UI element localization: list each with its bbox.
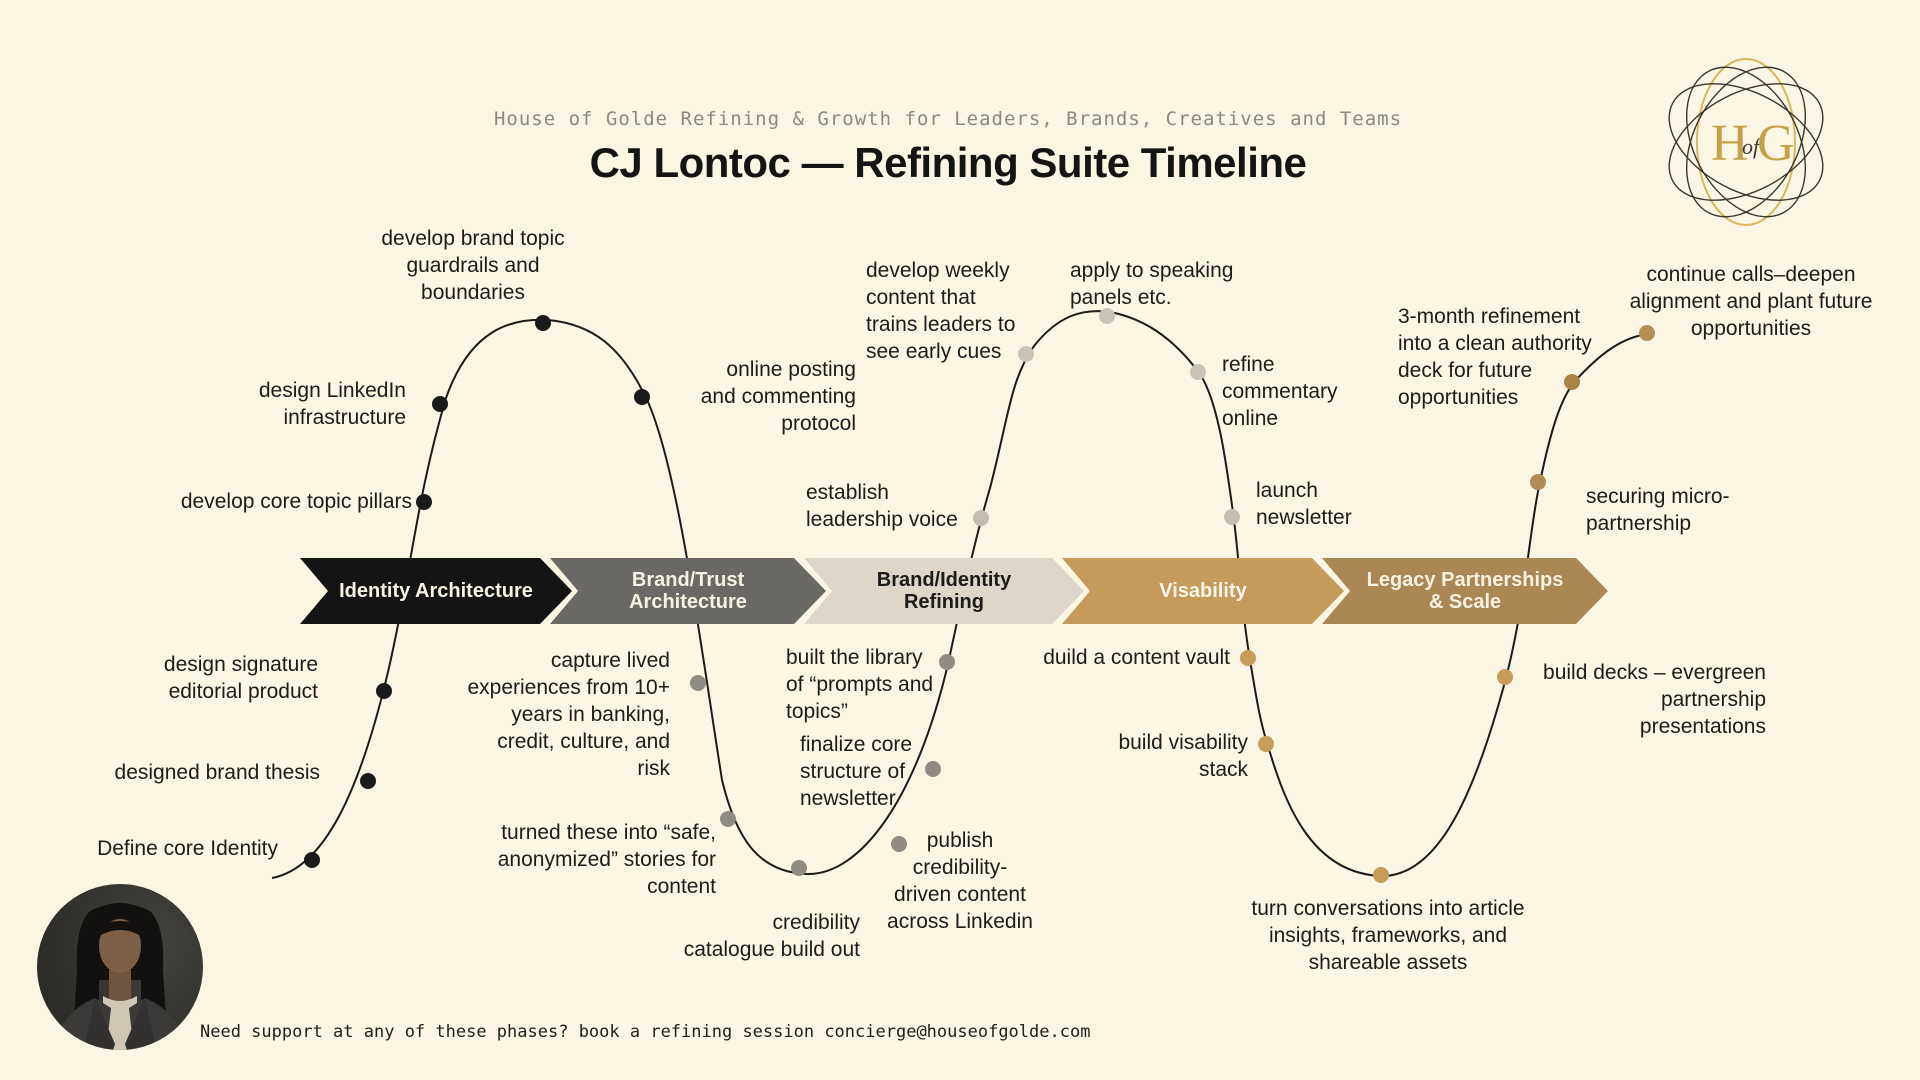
milestone-label-apply-speaking-panels: apply to speaking panels etc.	[1070, 259, 1234, 309]
phase-legacy-partnerships-scale: Legacy Partnerships & Scale	[1322, 558, 1608, 624]
milestone-label-develop-weekly-content: develop weekly content that trains leade…	[866, 259, 1016, 363]
milestone-dot-design-signature-editorial	[376, 683, 392, 699]
milestone-dot-library-prompts-topics	[939, 654, 955, 670]
wave-path	[271, 310, 1651, 879]
milestone-dot-core-topic-pillars	[416, 494, 432, 510]
house-of-golde-logo: H of G	[1653, 52, 1839, 238]
milestone-dot-establish-leadership-voice	[973, 510, 989, 526]
milestone-label-anonymized-stories: turned these into “safe, anonymized” sto…	[497, 821, 716, 898]
phase-brand-identity-refining: Brand/Identity Refining	[804, 558, 1084, 624]
milestone-dot-securing-micro-partnership	[1530, 474, 1546, 490]
milestone-dot-brand-topic-guardrails	[535, 315, 551, 331]
milestone-dot-publish-credibility-content	[891, 836, 907, 852]
milestone-label-brand-topic-guardrails: develop brand topic guardrails and bound…	[381, 227, 565, 304]
milestone-label-design-signature-editorial: design signature editorial product	[163, 653, 318, 703]
phase-label: Brand/Trust Architecture	[629, 568, 747, 613]
phase-visability: Visability	[1062, 558, 1344, 624]
milestone-dot-online-posting-protocol	[634, 389, 650, 405]
subtitle: House of Golde Refining & Growth for Lea…	[493, 108, 1403, 130]
phase-label: Visability	[1159, 579, 1247, 602]
milestone-label-linkedin-infrastructure: design LinkedIn infrastructure	[258, 379, 406, 429]
milestone-dot-develop-weekly-content	[1018, 346, 1034, 362]
phase-label: Legacy Partnerships & Scale	[1366, 568, 1564, 613]
page-title: CJ Lontoc — Refining Suite Timeline	[589, 139, 1307, 186]
logo-word-of: of	[1742, 134, 1762, 159]
milestone-label-continue-calls: continue calls–deepen alignment and plan…	[1629, 263, 1873, 340]
milestone-label-visability-stack: build visability stack	[1118, 731, 1248, 781]
milestone-label-core-topic-pillars: develop core topic pillars	[180, 490, 412, 513]
milestone-label-online-posting-protocol: online posting and commenting protocol	[700, 358, 856, 435]
milestone-label-securing-micro-partnership: securing micro- partnership	[1586, 485, 1730, 535]
milestone-label-capture-lived-experiences: capture lived experiences from 10+ years…	[467, 649, 670, 780]
milestone-dot-linkedin-infrastructure	[432, 396, 448, 412]
milestone-dot-refine-commentary-online	[1190, 364, 1206, 380]
milestone-dot-designed-brand-thesis	[360, 773, 376, 789]
milestone-label-library-prompts-topics: built the library of “prompts and topics…	[786, 646, 934, 723]
phase-label: Identity Architecture	[339, 579, 533, 602]
milestone-label-content-vault: duild a content vault	[1043, 646, 1230, 669]
milestone-dot-turn-conversations	[1373, 867, 1389, 883]
milestone-label-three-month-refinement: 3-month refinement into a clean authorit…	[1398, 305, 1592, 409]
milestone-dot-visability-stack	[1258, 736, 1274, 752]
portrait-photo	[37, 884, 203, 1050]
milestone-dot-apply-speaking-panels	[1099, 308, 1115, 324]
milestone-dot-define-core-identity	[304, 852, 320, 868]
milestone-label-turn-conversations: turn conversations into article insights…	[1251, 897, 1525, 974]
logo-letter-g: G	[1757, 115, 1795, 172]
avatar	[37, 884, 203, 1080]
milestone-dot-anonymized-stories	[720, 811, 736, 827]
milestone-dot-content-vault	[1240, 650, 1256, 666]
milestone-label-credibility-catalogue: credibility catalogue build out	[683, 911, 860, 961]
footer-note: Need support at any of these phases? boo…	[200, 1022, 1091, 1042]
milestone-label-build-decks: build decks – evergreen partnership pres…	[1543, 661, 1766, 738]
milestone-label-publish-credibility-content: publish credibility- driven content acro…	[887, 829, 1033, 933]
logo-letter-h: H	[1711, 115, 1749, 172]
milestone-dot-finalize-newsletter-structure	[925, 761, 941, 777]
milestone-label-launch-newsletter: launch newsletter	[1256, 479, 1352, 529]
atom-orbits-icon: H of G	[1668, 58, 1824, 226]
milestone-dot-capture-lived-experiences	[690, 675, 706, 691]
phase-identity-architecture: Identity Architecture	[300, 558, 572, 624]
header: House of Golde Refining & Growth for Lea…	[0, 108, 1896, 187]
milestone-label-establish-leadership-voice: establish leadership voice	[806, 481, 958, 531]
milestone-dot-launch-newsletter	[1224, 509, 1240, 525]
milestone-label-designed-brand-thesis: designed brand thesis	[114, 761, 320, 784]
milestone-label-finalize-newsletter: finalize core structure of newsletter	[800, 733, 913, 810]
milestone-dot-build-decks	[1497, 669, 1513, 685]
phase-brand-trust-architecture: Brand/Trust Architecture	[550, 558, 826, 624]
milestone-dot-three-month-refinement	[1564, 374, 1580, 390]
milestone-label-refine-commentary-online: refine commentary online	[1222, 353, 1338, 430]
milestone-dot-credibility-catalogue	[791, 860, 807, 876]
milestone-dot-continue-calls	[1639, 325, 1655, 341]
phase-label: Brand/Identity Refining	[876, 568, 1012, 613]
milestone-label-define-core-identity: Define core Identity	[97, 837, 278, 860]
